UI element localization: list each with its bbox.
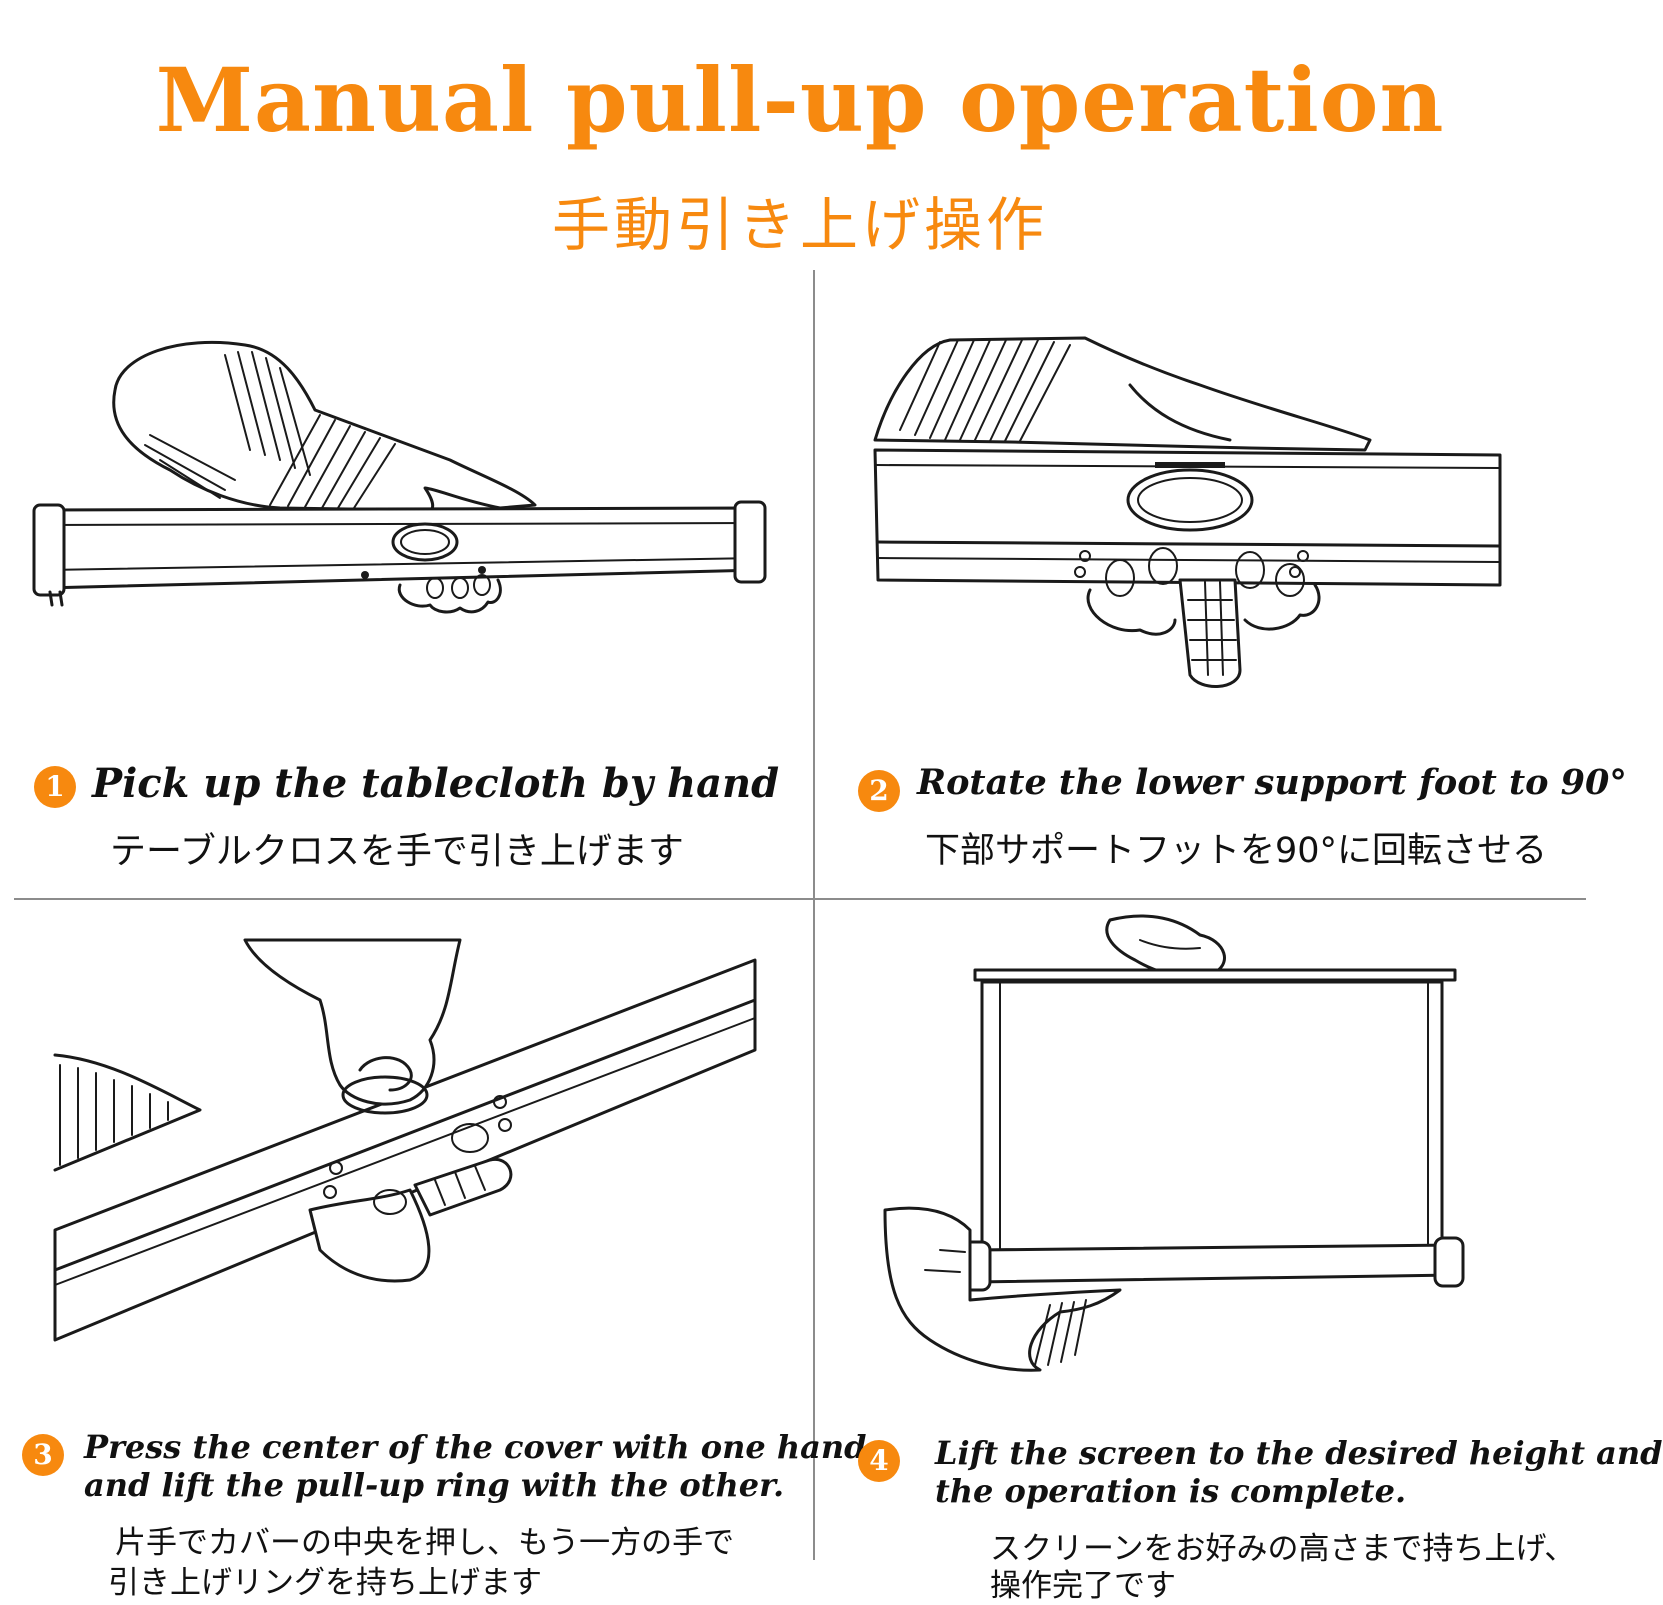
step3-upper-hand xyxy=(243,938,462,1115)
step2-caption-japanese: 下部サポートフットを90°に回転させる xyxy=(925,831,1548,871)
step1-screen-case xyxy=(32,500,767,607)
step2-screen-case xyxy=(873,448,1502,587)
step3-illustration xyxy=(53,938,757,1342)
step2-badge: 2 xyxy=(858,770,900,812)
step1-lower-hand xyxy=(397,574,502,614)
step3-screen-case xyxy=(53,958,757,1342)
step2-arm xyxy=(873,336,1372,452)
step1-arm xyxy=(112,340,537,514)
step4-caption-english-line2: the operation is complete. xyxy=(935,1472,1407,1510)
step4-caption-japanese-line1: スクリーンをお好みの高さまで持ち上げ、 xyxy=(990,1531,1576,1567)
step4-screen xyxy=(973,968,1457,1264)
step1-caption-english: Pick up the tablecloth by hand xyxy=(92,760,780,807)
step4-bottom-bar xyxy=(960,1236,1465,1292)
step4-top-hand xyxy=(1105,914,1226,979)
horizontal-divider xyxy=(14,898,1586,900)
step3-caption-japanese-line2: 引き上げリングを持ち上げます xyxy=(108,1565,542,1601)
step3-caption-english-line1: Press the center of the cover with one h… xyxy=(84,1428,867,1466)
step4-lower-hand xyxy=(883,1206,1122,1372)
step2-caption-english: Rotate the lower support foot to 90° xyxy=(917,762,1627,803)
step4-badge: 4 xyxy=(858,1440,900,1482)
page-title: Manual pull-up operation xyxy=(155,48,1445,152)
step4-illustration xyxy=(883,914,1465,1372)
step2-hand-and-foot xyxy=(1086,547,1321,688)
step3-caption-japanese-line1: 片手でカバーの中央を押し、もう一方の手で xyxy=(115,1525,735,1561)
step3-caption-english-line2: and lift the pull-up ring with the other… xyxy=(84,1466,785,1504)
step4-caption-japanese-line2: 操作完了です xyxy=(990,1568,1176,1604)
vertical-divider xyxy=(813,270,815,1560)
step1-illustration xyxy=(32,340,767,614)
step4-caption-english-line1: Lift the screen to the desired height an… xyxy=(935,1434,1663,1472)
step1-caption-japanese: テーブルクロスを手で引き上げます xyxy=(110,831,684,872)
step3-lower-hand xyxy=(308,1123,513,1283)
step3-badge: 3 xyxy=(22,1434,64,1476)
step2-illustration xyxy=(873,336,1502,688)
step3-left-arm xyxy=(53,1053,202,1172)
step1-badge: 1 xyxy=(34,766,76,808)
page-subtitle-japanese: 手動引き上げ操作 xyxy=(551,191,1048,259)
